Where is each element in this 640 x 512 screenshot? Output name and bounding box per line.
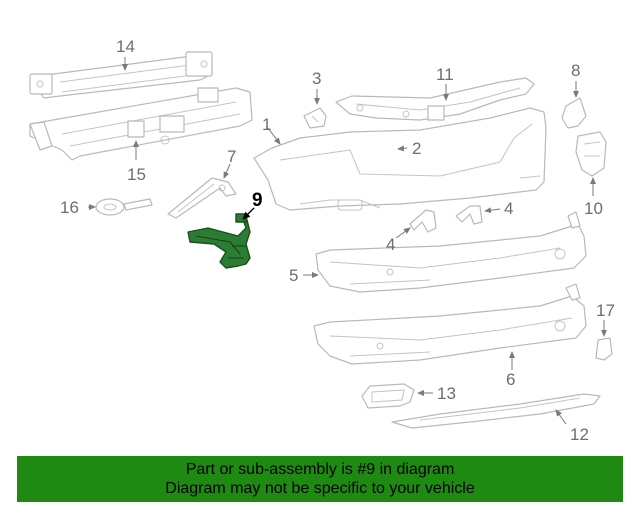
part-12-skid-plate[interactable] bbox=[391, 393, 601, 429]
part-17-cap[interactable] bbox=[595, 337, 613, 361]
part-6-lower-bumper[interactable] bbox=[313, 283, 587, 365]
callout-2: 2 bbox=[412, 139, 421, 158]
part-1-bumper-cover[interactable] bbox=[253, 107, 547, 211]
banner-line-2: Diagram may not be specific to your vehi… bbox=[165, 480, 475, 497]
callout-17: 17 bbox=[596, 301, 615, 320]
callout-15: 15 bbox=[127, 165, 146, 184]
callout-4b: 4 bbox=[504, 199, 513, 218]
part-10-bracket[interactable] bbox=[575, 131, 607, 177]
info-banner: Part or sub-assembly is #9 in diagram Di… bbox=[17, 456, 623, 502]
part-4-bracket-a[interactable] bbox=[409, 209, 437, 233]
callout-8: 8 bbox=[571, 61, 580, 80]
parts-diagram: 14 15 16 7 9 3 2 11 8 10 1 4 4 5 6 17 13… bbox=[29, 37, 615, 444]
callout-10: 10 bbox=[584, 199, 603, 218]
part-5-fascia[interactable] bbox=[315, 211, 587, 293]
part-11-support[interactable] bbox=[335, 77, 535, 121]
callout-6: 6 bbox=[506, 370, 515, 389]
part-9-bracket-highlighted[interactable] bbox=[187, 213, 251, 269]
banner-line-1: Part or sub-assembly is #9 in diagram bbox=[185, 461, 455, 478]
callout-9: 9 bbox=[252, 190, 263, 211]
callout-labels: 14 15 16 7 9 3 2 11 8 10 1 4 4 5 6 17 13… bbox=[60, 37, 615, 444]
callout-13: 13 bbox=[437, 384, 456, 403]
part-14-reinforcement[interactable] bbox=[29, 51, 213, 99]
callout-7: 7 bbox=[227, 147, 236, 166]
part-13-bezel[interactable] bbox=[361, 383, 415, 409]
part-3-clip[interactable] bbox=[303, 107, 327, 129]
part-7-bracket[interactable] bbox=[167, 177, 237, 219]
leader-lines bbox=[88, 57, 607, 425]
part-15-hitch[interactable] bbox=[29, 87, 253, 161]
callout-12: 12 bbox=[570, 425, 589, 444]
callout-5: 5 bbox=[289, 266, 298, 285]
part-16-pin[interactable] bbox=[95, 198, 153, 216]
callout-16: 16 bbox=[60, 198, 79, 217]
part-4-bracket-b[interactable] bbox=[455, 205, 483, 225]
callout-14: 14 bbox=[116, 37, 135, 56]
callout-3: 3 bbox=[312, 69, 321, 88]
callout-4a: 4 bbox=[386, 235, 395, 254]
callout-1: 1 bbox=[262, 115, 271, 134]
part-8-bracket[interactable] bbox=[561, 97, 587, 129]
callout-11: 11 bbox=[436, 65, 454, 84]
